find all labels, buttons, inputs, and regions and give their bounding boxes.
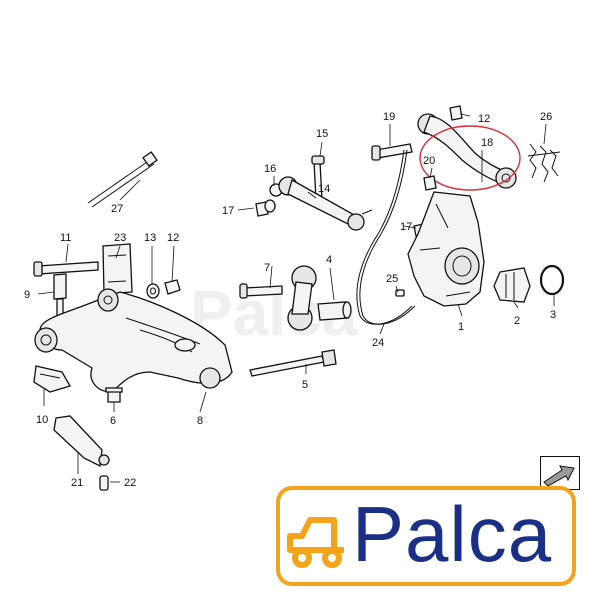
callout-6: 6 bbox=[110, 415, 116, 427]
part-24-sensor-cable bbox=[356, 149, 416, 325]
part-25-clip bbox=[395, 289, 405, 297]
part-5-long-bolt bbox=[249, 349, 337, 377]
callout-16: 16 bbox=[264, 163, 276, 175]
callout-21: 21 bbox=[71, 477, 83, 489]
part-13-washer bbox=[146, 283, 160, 299]
callout-1: 1 bbox=[458, 321, 464, 333]
car-icon bbox=[287, 517, 344, 568]
callout-15: 15 bbox=[316, 128, 328, 140]
callout-17-right: 17 bbox=[400, 221, 412, 233]
part-11-bolt bbox=[33, 261, 99, 277]
part-8-lower-control-arm bbox=[34, 288, 233, 393]
callout-26: 26 bbox=[540, 111, 552, 123]
part-26-spring-clips bbox=[527, 143, 561, 183]
callout-5: 5 bbox=[302, 379, 308, 391]
logo-frame bbox=[276, 486, 576, 586]
callout-9: 9 bbox=[24, 289, 30, 301]
part-27-cable-tie bbox=[87, 151, 158, 208]
callout-12-upper: 12 bbox=[478, 113, 490, 125]
callout-27: 27 bbox=[111, 203, 123, 215]
leader-lines bbox=[37, 113, 555, 483]
callout-17-left: 17 bbox=[222, 205, 234, 217]
part-14-upper-link bbox=[278, 176, 373, 231]
part-3-circlip bbox=[539, 264, 565, 296]
part-17-nut-left bbox=[255, 199, 276, 217]
callout-19: 19 bbox=[383, 111, 395, 123]
callout-4: 4 bbox=[326, 254, 332, 266]
part-1-wheel-carrier bbox=[407, 191, 485, 307]
highlight-ring bbox=[419, 125, 521, 191]
callout-3: 3 bbox=[550, 309, 556, 321]
callout-23: 23 bbox=[114, 232, 126, 244]
callout-2: 2 bbox=[514, 315, 520, 327]
arrow-right-icon[interactable] bbox=[540, 456, 580, 490]
part-20-nut bbox=[423, 175, 437, 191]
callout-13: 13 bbox=[144, 232, 156, 244]
part-18-upper-control-arm bbox=[417, 113, 517, 189]
part-12-nut-upper bbox=[449, 105, 463, 121]
part-10-bump-stop bbox=[33, 365, 71, 393]
callout-25: 25 bbox=[386, 273, 398, 285]
part-22-screw bbox=[99, 475, 109, 491]
part-7-bolt bbox=[239, 283, 283, 299]
callout-14: 14 bbox=[318, 183, 330, 195]
callout-12-left: 12 bbox=[167, 232, 179, 244]
callout-24: 24 bbox=[372, 337, 384, 349]
callout-11: 11 bbox=[60, 232, 71, 244]
logo-text: Palca bbox=[352, 490, 553, 578]
part-23-bracket bbox=[102, 243, 133, 295]
part-12-nut-left bbox=[164, 279, 181, 295]
part-4-link bbox=[287, 265, 352, 331]
part-21-shield-plate bbox=[53, 415, 110, 467]
callout-labels: 27 11 9 23 13 12 10 6 8 21 22 5 4 7 15 1… bbox=[24, 111, 556, 489]
part-2-wheel-bearing bbox=[493, 267, 531, 303]
callout-7: 7 bbox=[264, 262, 270, 274]
part-6-bolt bbox=[105, 387, 123, 403]
part-19-bolt bbox=[371, 143, 413, 161]
callout-8: 8 bbox=[197, 415, 203, 427]
callout-18: 18 bbox=[481, 137, 493, 149]
callout-22: 22 bbox=[124, 477, 136, 489]
callout-20: 20 bbox=[423, 155, 435, 167]
callout-10: 10 bbox=[36, 414, 48, 426]
